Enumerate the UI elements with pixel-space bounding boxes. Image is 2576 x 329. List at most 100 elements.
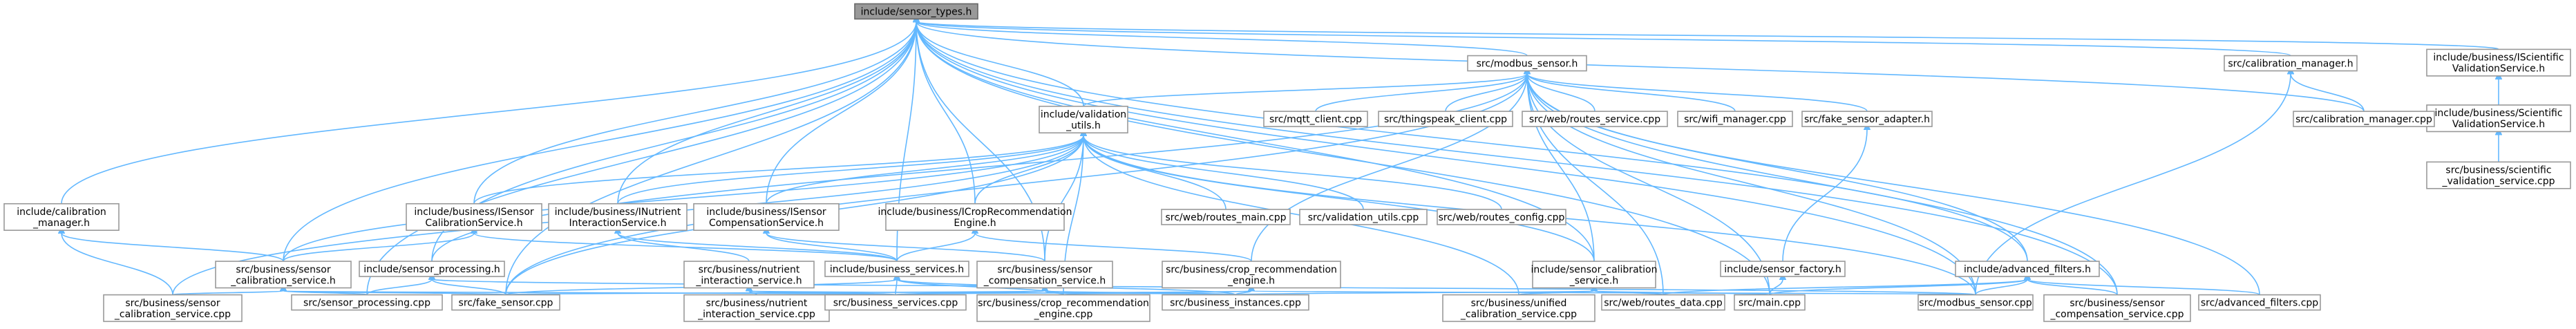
edge-bs_h-to-icr_h [896,233,975,262]
file-node-root[interactable]: include/sensor_types.h [854,3,978,20]
node-label: _utils.h [1066,120,1101,131]
node-label: ValidationService.h [2452,119,2545,130]
file-node-wifi[interactable]: src/wifi_manager.cpp [1677,111,1793,127]
edge-wrc-to-val_h [1083,135,1502,210]
edge-fsa_h-to-modbus_h [1527,74,1868,112]
file-node-modbus-h[interactable]: src/modbus_sensor.h [1467,55,1587,72]
node-box [2043,294,2191,322]
file-node-sf-h[interactable]: include/sensor_factory.h [1720,261,1846,277]
file-node-vuc[interactable]: src/validation_utils.cpp [1299,209,1428,225]
edge-main-to-af_h [1769,279,2027,296]
edge-bsc_cpp-to-bsc_h [172,291,283,296]
node-box [885,203,1065,232]
node-label: include/business/ISensor [706,207,826,218]
file-node-wrs[interactable]: src/web/routes_service.cpp [1522,111,1668,127]
file-node-cre-cpp[interactable]: src/business/crop_recommendation_engine.… [976,294,1150,322]
file-node-calib-mgr-cpp[interactable]: src/calibration_manager.cpp [2293,111,2435,127]
file-node-fsa-h[interactable]: src/fake_sensor_adapter.h [1801,111,1933,127]
file-node-val-h[interactable]: include/validation_utils.h [1039,105,1128,134]
node-box [291,294,443,311]
edge-ini_h-to-val_h [617,135,1083,204]
file-node-iscomp-h[interactable]: include/business/ISensorCompensationServ… [693,203,840,232]
edge-bsc_h-to-calib_inc_h [61,233,284,262]
edge-ms_cpp-to-calib_mgr_src_h [1975,74,2291,295]
file-node-bs-h[interactable]: include/business_services.h [824,261,969,277]
file-node-bs-cpp[interactable]: src/business_services.cpp [824,294,967,311]
node-box [1039,105,1128,134]
node-label: src/mqtt_client.cpp [1269,114,1362,125]
file-node-scomp-cpp[interactable]: src/business/sensor_compensation_service… [2043,294,2191,322]
edge-scs_h-to-val_h [1083,135,1595,262]
edge-bs_h-to-ini_h [618,233,898,262]
node-label: ValidationService.h [2452,64,2545,75]
file-node-calib-mgr-src-h[interactable]: src/calibration_manager.h [2224,55,2358,72]
file-node-scs-h[interactable]: include/sensor_calibration_service.h [1531,261,1658,289]
edge-calib_mgr_cpp-to-calib_mgr_src_h [2291,74,2365,112]
node-box [1734,294,1806,311]
file-node-wrm[interactable]: src/web/routes_main.cpp [1161,209,1291,225]
node-label: _calibration_service.cpp [114,309,231,320]
file-node-ts[interactable]: src/thingspeak_client.cpp [1378,111,1513,127]
edge-cre_h-to-modbus_h [1251,74,1527,262]
node-label: src/validation_utils.cpp [1308,212,1419,223]
node-label: src/main.cpp [1739,298,1801,309]
node-box [451,294,560,311]
node-label: include/business/ICropRecommendation [878,207,1072,218]
file-node-calib-inc-h[interactable]: include/calibration_manager.h [3,203,120,232]
edge-isci_h-to-root [916,21,2499,50]
file-node-wrd[interactable]: src/web/routes_data.cpp [1601,294,1725,311]
dependency-edges [61,21,2499,296]
file-node-ni-cpp[interactable]: src/business/nutrient_interaction_servic… [683,294,830,322]
file-node-isci-h[interactable]: include/business/IScientificValidationSe… [2426,48,2571,77]
node-label: include/business/ISensor [414,207,534,218]
node-box [2198,294,2321,311]
file-node-main[interactable]: src/main.cpp [1734,294,1806,311]
node-box [1263,111,1368,127]
node-label: include/advanced_filters.h [1964,264,2091,275]
file-node-isc-h[interactable]: include/business/ISensorCalibrationServi… [406,203,542,232]
file-node-bsc-h[interactable]: src/business/sensor_calibration_service.… [215,261,352,289]
node-box [1437,209,1566,225]
node-label: src/sensor_processing.cpp [303,298,430,309]
edge-vuc-to-val_h [1083,135,1364,210]
edge-wrs-to-modbus_h [1527,74,1595,112]
edge-isc_h-to-root [473,21,916,204]
file-node-sp-cpp[interactable]: src/sensor_processing.cpp [291,294,443,311]
node-label: src/thingspeak_client.cpp [1384,114,1507,125]
node-box [683,294,830,322]
file-node-ms-cpp[interactable]: src/modbus_sensor.cpp [1917,294,2034,311]
node-box [1917,294,2034,311]
edge-ini_h-to-root [617,21,916,204]
node-label: _engine.cpp [1034,309,1093,320]
edge-bsc_h-to-root [283,21,916,262]
file-node-sci-cpp[interactable]: src/business/scientific_validation_servi… [2426,161,2571,189]
file-node-wrc[interactable]: src/web/routes_config.cpp [1437,209,1566,225]
file-node-sci-h[interactable]: include/business/ScientificValidationSer… [2426,104,2571,133]
edge-scomp_h-to-val_h [1044,135,1083,262]
file-node-ni-h[interactable]: src/business/nutrient_interaction_servic… [683,261,815,289]
edge-scomp_cpp-to-af_h [2027,279,2118,296]
file-node-af-cpp[interactable]: src/advanced_filters.cpp [2198,294,2321,311]
edge-isc_h-to-val_h [473,135,1083,205]
file-node-bsc-cpp[interactable]: src/business/sensor_calibration_service.… [103,294,243,322]
file-node-scomp-h[interactable]: src/business/sensor_compensation_service… [976,261,1113,289]
file-node-bi-cpp[interactable]: src/business_instances.cpp [1162,294,1309,311]
edge-cre_h-to-icr_h [975,233,1252,262]
node-label: _calibration_service.cpp [1460,309,1577,320]
node-label: include/calibration [17,207,106,218]
node-label: src/web/routes_config.cpp [1439,212,1565,223]
file-node-fs-cpp[interactable]: src/fake_sensor.cpp [451,294,560,311]
file-node-af-h[interactable]: include/advanced_filters.h [1955,261,2100,277]
file-node-icr-h[interactable]: include/business/ICropRecommendationEngi… [878,203,1072,232]
file-node-ucs-cpp[interactable]: src/business/unified_calibration_service… [1442,294,1595,322]
edge-ms_cpp-to-af_h [1975,279,2027,295]
file-node-sp-h[interactable]: include/sensor_processing.h [359,261,505,277]
node-label: _interaction_service.cpp [697,309,815,320]
file-node-cre-h[interactable]: src/business/crop_recommendation_engine.… [1162,261,1341,289]
node-box [1162,294,1309,311]
edge-bsc_h-to-val_h [283,135,1083,262]
edge-wifi-to-modbus_h [1527,74,1736,112]
file-node-ini-h[interactable]: include/business/INutrientInteractionSer… [548,203,688,232]
file-node-mqtt[interactable]: src/mqtt_client.cpp [1263,111,1368,127]
node-label: src/business/sensor [236,264,331,275]
